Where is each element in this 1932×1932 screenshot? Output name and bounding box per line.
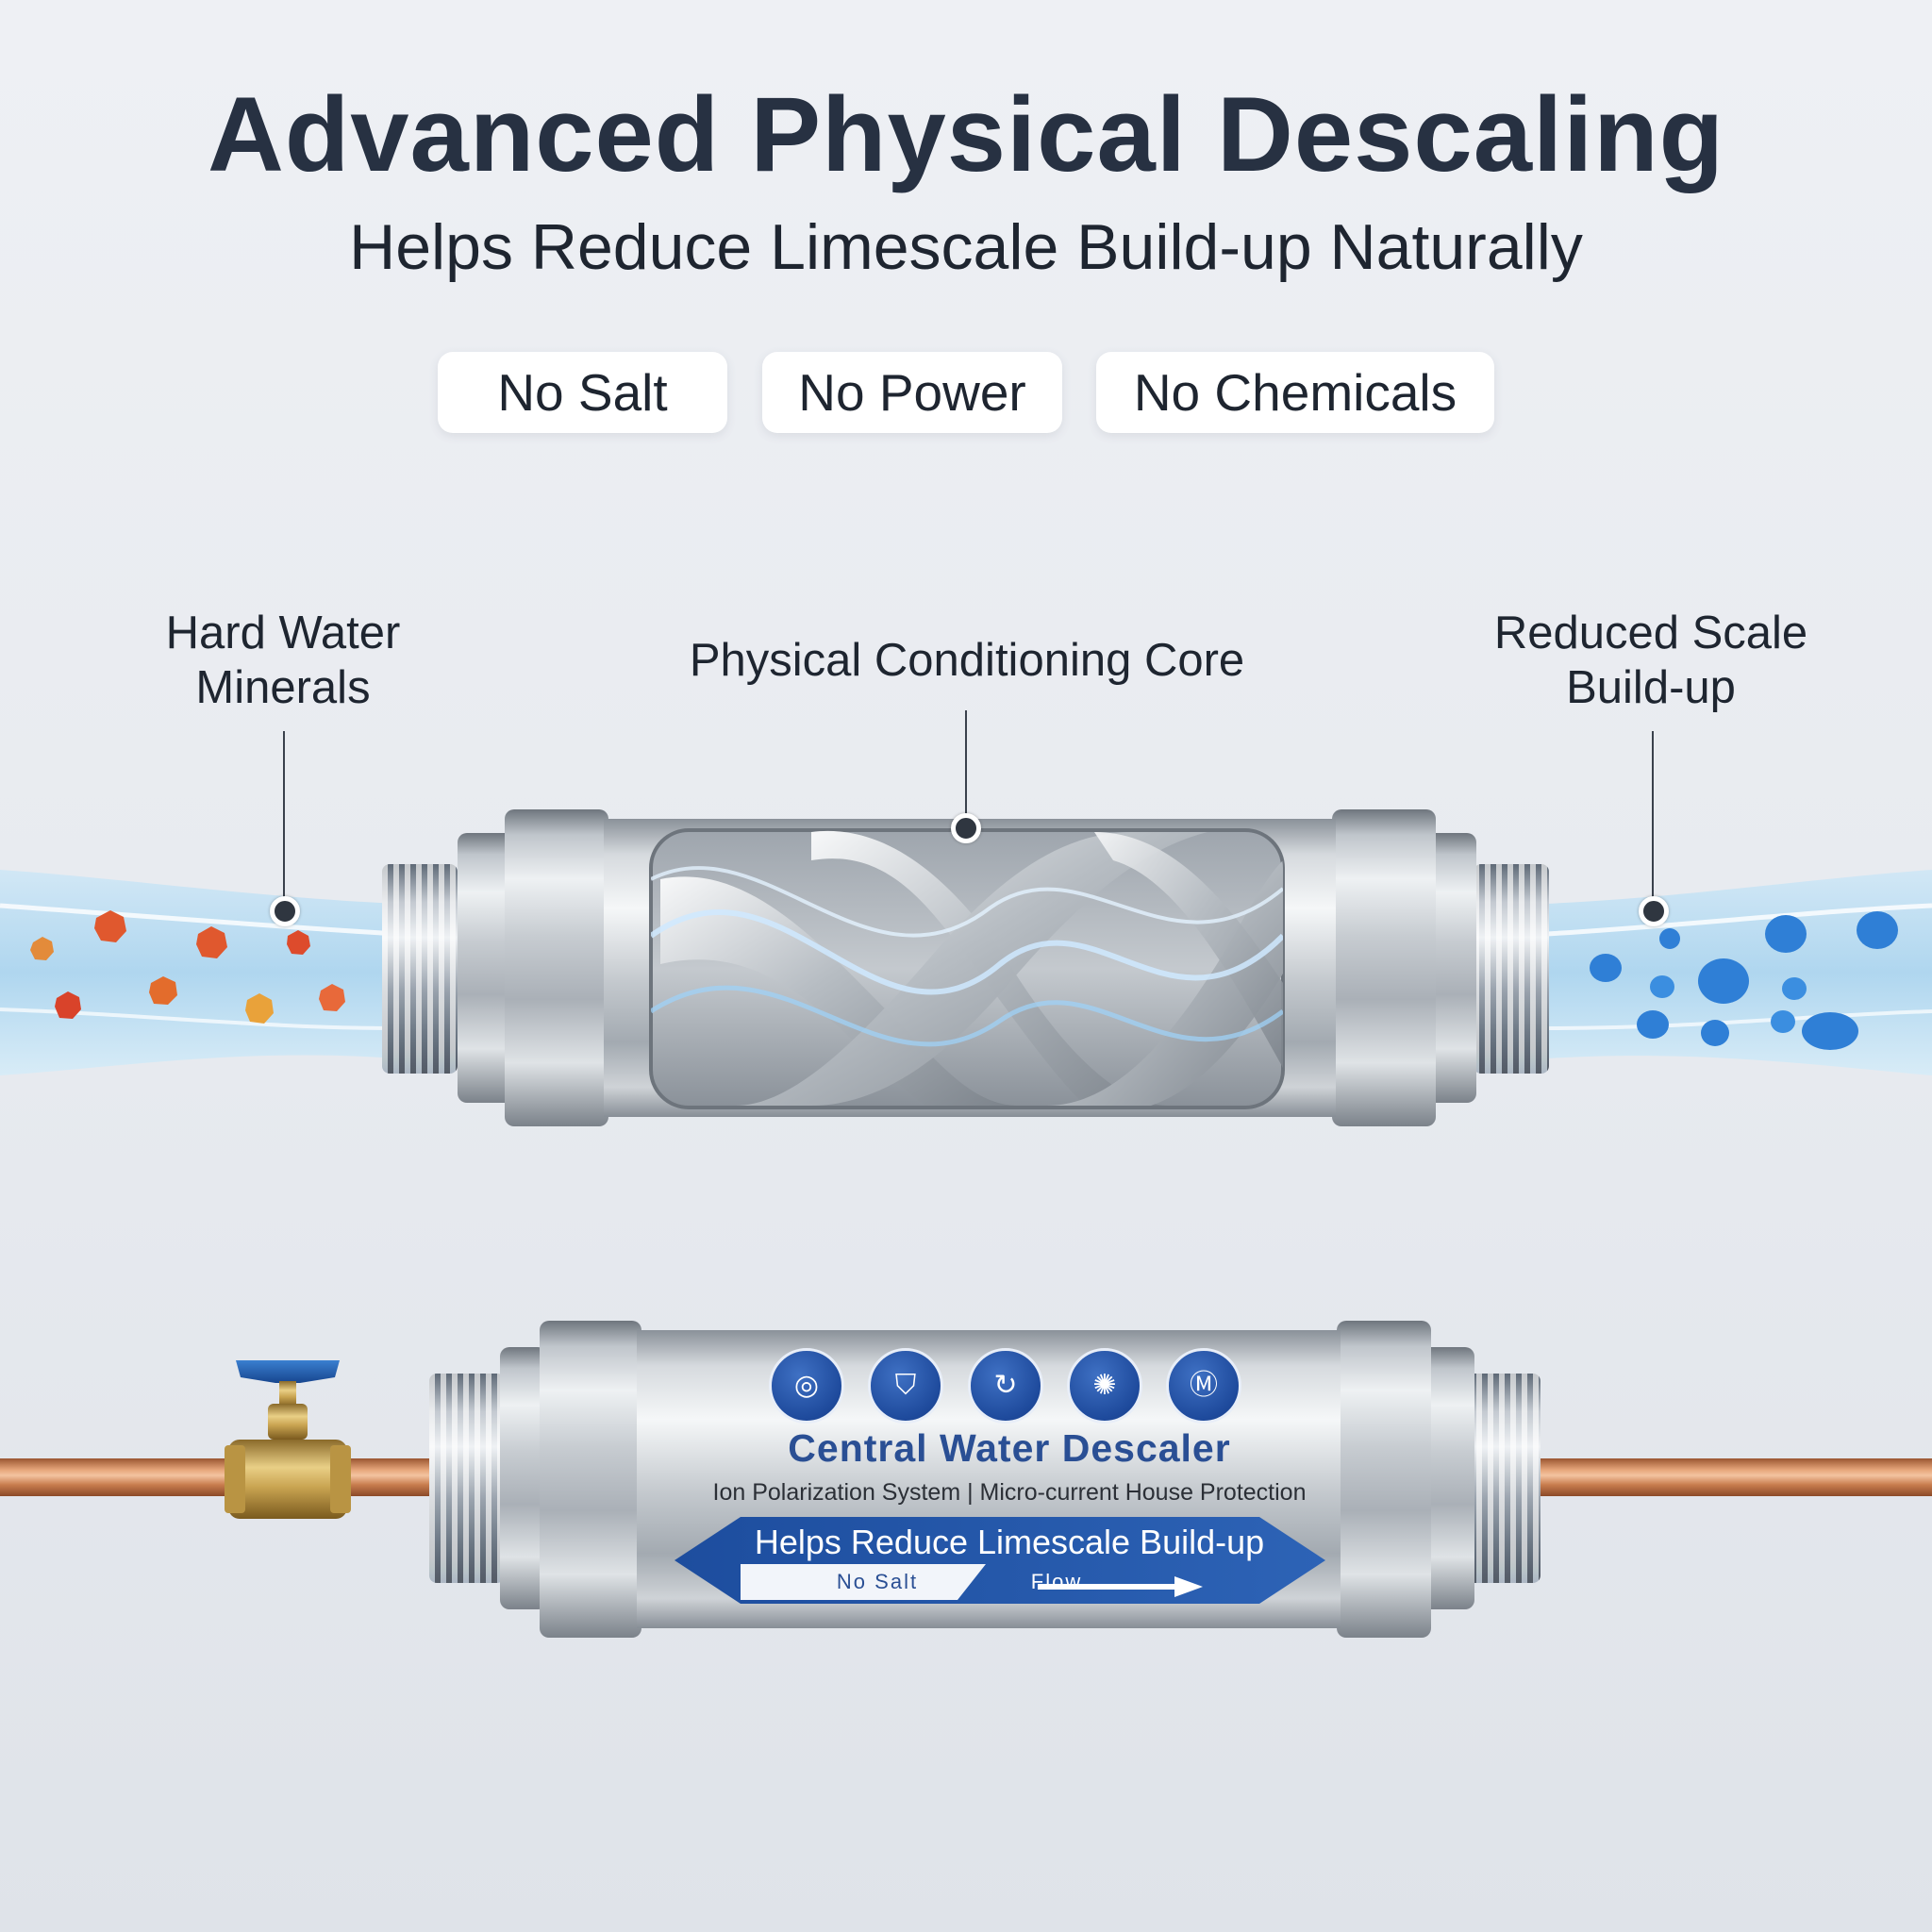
mineral-particle <box>55 991 81 1019</box>
top-descaler-collar-right <box>1332 809 1436 1126</box>
top-descaler-thread-left <box>382 864 458 1074</box>
flow-direction-banner <box>675 1517 1325 1604</box>
product-name: Central Water Descaler <box>788 1426 1231 1470</box>
callout-reduced-scale-line1: Reduced Scale <box>1493 608 1808 658</box>
banner-flow-label: Flow <box>1030 1570 1083 1593</box>
water-stream-right-highlight-2 <box>1546 1009 1932 1030</box>
water-flow-line <box>651 866 1283 938</box>
valve-hex-left <box>225 1445 245 1513</box>
sun-icon: ✺ <box>1067 1348 1142 1424</box>
water-stream-left-highlight-2 <box>0 1008 397 1030</box>
lower-descaler-collar-left <box>540 1321 641 1638</box>
helix-blade <box>736 832 1208 1106</box>
droplet <box>1802 1012 1858 1050</box>
leader-line-right <box>1652 731 1654 906</box>
droplet <box>1590 954 1622 982</box>
droplet <box>1857 911 1898 949</box>
valve-handle <box>236 1360 340 1383</box>
droplet <box>1771 1010 1795 1033</box>
water-flow-line <box>651 909 1283 995</box>
page-title: Advanced Physical Descaling <box>207 75 1725 193</box>
valve-hex-right <box>330 1445 351 1513</box>
helix-blade <box>1047 860 1283 1106</box>
callout-hard-water-line1: Hard Water <box>165 608 401 658</box>
water-stream-left-highlight <box>0 903 397 937</box>
clean-water-droplets <box>1590 911 1898 1050</box>
mineral-particle <box>245 993 274 1024</box>
feature-badge-no-power: No Power <box>762 352 1062 433</box>
callout-conditioning-core: Physical Conditioning Core <box>689 635 1245 686</box>
droplet <box>1659 928 1680 949</box>
callout-hard-water: Hard Water Minerals <box>123 606 443 715</box>
callout-reduced-scale: Reduced Scale Build-up <box>1472 606 1830 715</box>
mineral-particle <box>94 910 126 942</box>
lower-descaler-nut-left <box>500 1347 547 1609</box>
leader-line-center <box>965 710 967 820</box>
valve-body <box>228 1440 347 1519</box>
salt-free-icon: ◎ <box>769 1348 844 1424</box>
shield-icon: ⛉ <box>868 1348 943 1424</box>
flow-arrow <box>1038 1576 1203 1597</box>
mineral-particle <box>287 930 310 955</box>
callout-reduced-scale-line2: Build-up <box>1566 662 1736 713</box>
mineral-particle <box>30 937 54 960</box>
banner-headline: Helps Reduce Limescale Build-up <box>754 1523 1265 1561</box>
water-flow-line <box>651 985 1283 1047</box>
copper-pipe-right <box>1528 1458 1932 1496</box>
m-badge-icon: Ⓜ <box>1166 1348 1241 1424</box>
droplet <box>1701 1020 1729 1046</box>
callout-hard-water-line2: Minerals <box>195 662 371 713</box>
lower-descaler-collar-right <box>1337 1321 1431 1638</box>
mineral-particle <box>149 976 177 1005</box>
copper-pipe-left <box>0 1458 443 1496</box>
droplet <box>1650 975 1674 998</box>
mineral-particle <box>319 984 345 1011</box>
banner-white-strip <box>741 1564 986 1600</box>
water-stream-right-highlight <box>1546 903 1932 937</box>
droplet <box>1782 977 1807 1000</box>
mineral-particles <box>30 910 345 1024</box>
product-tagline: Ion Polarization System | Micro-current … <box>712 1479 1307 1506</box>
callout-dot-center <box>951 813 981 843</box>
banner-no-salt: No Salt <box>836 1570 919 1593</box>
feature-badge-no-salt: No Salt <box>438 352 727 433</box>
top-descaler-collar-left <box>505 809 608 1126</box>
water-stream-left <box>0 870 396 1075</box>
callout-dot-left <box>270 896 300 926</box>
helix-blade <box>1094 832 1283 1068</box>
recycle-icon: ↻ <box>968 1348 1043 1424</box>
lower-descaler-thread-left <box>429 1374 505 1583</box>
mineral-particle <box>196 926 227 958</box>
leader-line-left <box>283 731 285 906</box>
page-subtitle: Helps Reduce Limescale Build-up Naturall… <box>349 211 1583 283</box>
valve-stem <box>279 1381 296 1407</box>
lower-descaler-thread-right <box>1465 1374 1541 1583</box>
shutoff-valve[interactable] <box>217 1358 358 1538</box>
helix-blade <box>660 876 1019 1106</box>
top-descaler-thread-right <box>1474 864 1549 1074</box>
droplet <box>1698 958 1749 1004</box>
feature-badge-no-chemicals: No Chemicals <box>1096 352 1494 433</box>
valve-bonnet <box>268 1404 308 1440</box>
droplet <box>1637 1010 1669 1039</box>
conditioning-core-cutaway <box>649 828 1285 1109</box>
callout-dot-right <box>1639 896 1669 926</box>
droplet <box>1765 915 1807 953</box>
